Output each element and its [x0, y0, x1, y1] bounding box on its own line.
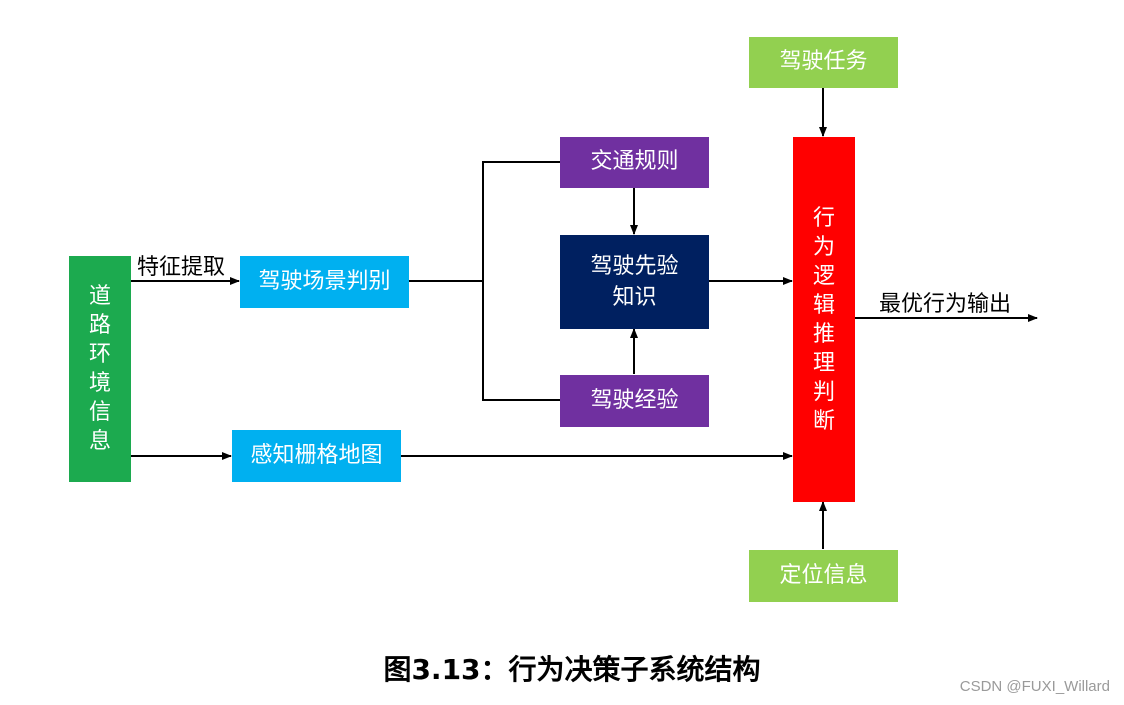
vertical-char: 判	[812, 379, 835, 405]
node-localization-label: 定位信息	[779, 562, 868, 588]
edge-branch-bracket	[482, 161, 560, 401]
node-behavior-reasoning: 行为逻辑推理判断	[793, 137, 855, 502]
edge-label-optimal-output: 最优行为输出	[879, 292, 1012, 317]
node-prior-knowledge-label: 驾驶先验知识	[590, 254, 679, 310]
vertical-char: 为	[812, 234, 835, 260]
vertical-char: 理	[812, 350, 835, 376]
node-road-environment-label: 道路环境信息	[89, 282, 111, 456]
edge-label-feature-extraction: 特征提取	[137, 255, 226, 280]
node-driving-task: 驾驶任务	[749, 37, 898, 88]
node-driving-experience: 驾驶经验	[560, 375, 709, 427]
node-driving-experience-label: 驾驶经验	[590, 387, 679, 413]
node-localization: 定位信息	[749, 550, 898, 602]
node-road-environment: 道路环境信息	[69, 256, 131, 482]
node-scene-recognition: 驾驶场景判别	[240, 256, 409, 308]
vertical-char: 信	[88, 400, 111, 425]
vertical-char: 境	[88, 371, 111, 396]
watermark: CSDN @FUXI_Willard	[959, 678, 1110, 695]
node-scene-recognition-label: 驾驶场景判别	[258, 268, 391, 294]
node-traffic-rules-label: 交通规则	[590, 149, 679, 175]
node-behavior-reasoning-label: 行为逻辑推理判断	[813, 204, 835, 436]
vertical-char: 路	[88, 313, 111, 338]
figure-caption: 图3.13：行为决策子系统结构	[383, 653, 761, 686]
vertical-char: 推	[812, 321, 835, 347]
node-traffic-rules: 交通规则	[560, 137, 709, 188]
vertical-char: 道	[88, 284, 111, 309]
node-perception-grid: 感知栅格地图	[232, 430, 401, 482]
vertical-char: 辑	[812, 292, 835, 318]
vertical-char: 行	[812, 205, 835, 231]
node-perception-grid-label: 感知栅格地图	[250, 442, 383, 468]
vertical-char: 环	[88, 342, 111, 367]
vertical-char: 断	[812, 408, 835, 434]
vertical-char: 逻	[812, 263, 835, 289]
node-prior-knowledge: 驾驶先验知识	[560, 235, 709, 329]
node-driving-task-label: 驾驶任务	[779, 49, 868, 75]
vertical-char: 息	[88, 429, 111, 454]
